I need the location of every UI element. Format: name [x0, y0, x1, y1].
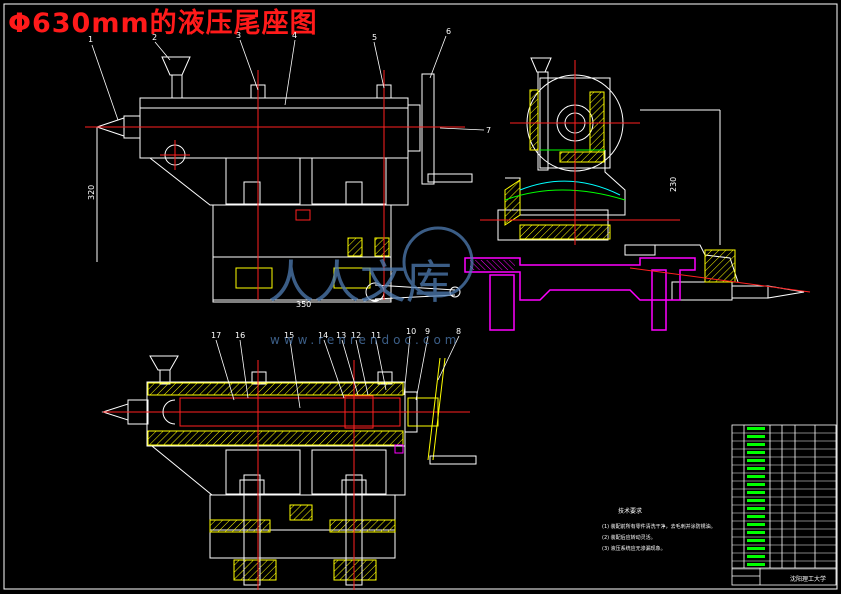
parts-list-row-mark [747, 435, 765, 438]
drawing-border [3, 3, 838, 590]
watermark-text: 人人文库 [268, 255, 452, 309]
parts-list-row-mark [747, 523, 765, 526]
part-label-13: 13 [336, 331, 346, 340]
drawing-title: Φ630mm的液压尾座图 [8, 8, 318, 39]
parts-list-row-mark [747, 475, 765, 478]
parts-list-row-mark [747, 539, 765, 542]
parts-list-row-mark [747, 467, 765, 470]
parts-list-row-mark [747, 547, 765, 550]
cylinder-internals [103, 360, 470, 590]
part-label-14: 14 [318, 331, 328, 340]
part-label-7: 7 [486, 126, 491, 135]
part-label-11: 11 [371, 331, 381, 340]
front-view-cyan [519, 180, 621, 196]
side-view-centerlines [85, 70, 465, 300]
part-label-6: 6 [446, 27, 451, 36]
front-view-green [504, 149, 626, 201]
front-view-hatching [504, 89, 736, 283]
part-label-16: 16 [235, 331, 245, 340]
section-hatching [147, 382, 404, 581]
clamp-hatch [470, 260, 515, 270]
clamp-frame [464, 257, 696, 331]
part-label-12: 12 [351, 331, 361, 340]
part-label-2: 2 [152, 33, 157, 42]
dimension-front-height: 230 [669, 177, 678, 192]
parts-list-row-mark [747, 427, 765, 430]
watermark: 人人文库 www.renrendoc.com [268, 226, 474, 347]
notes-line-1: (1) 装配前所有零件清洗干净，去毛刺并涂防锈油。 [602, 523, 716, 530]
front-view [497, 57, 805, 301]
dimension-width: 350 [296, 300, 311, 309]
part-label-10: 10 [406, 327, 416, 336]
dimension-side-height: 320 [87, 185, 96, 200]
leader-lines-top [91, 35, 485, 131]
parts-list-text-marks [747, 427, 765, 566]
parts-list-row-mark [747, 443, 765, 446]
parts-list-row-mark [747, 459, 765, 462]
section-detail [394, 444, 404, 454]
parts-list-row-mark [747, 491, 765, 494]
parts-list-rows [732, 432, 836, 570]
section-handle [429, 455, 477, 465]
part-label-3: 3 [236, 31, 241, 40]
piston-head [162, 399, 176, 425]
leader-lines-bottom [215, 335, 460, 409]
parts-list-row-mark [747, 563, 765, 566]
part-label-5: 5 [372, 33, 377, 42]
parts-list-row-mark [747, 555, 765, 558]
parts-list [731, 424, 837, 586]
part-label-9: 9 [425, 327, 430, 336]
parts-list-row-mark [747, 499, 765, 502]
parts-list-row-mark [747, 531, 765, 534]
part-label-17: 17 [211, 331, 221, 340]
notes-line-3: (3) 液压系统应无渗漏现象。 [602, 545, 666, 552]
parts-list-row-mark [747, 451, 765, 454]
front-view-centerlines [480, 60, 811, 293]
section-handwheel [407, 357, 446, 461]
part-label-1: 1 [88, 35, 93, 44]
parts-list-row-mark [747, 515, 765, 518]
side-view-accents [235, 209, 390, 289]
parts-list-row-mark [747, 507, 765, 510]
part-label-4: 4 [292, 31, 297, 40]
labels: 1 2 3 4 5 6 7 17 16 15 14 13 12 11 10 9 … [87, 27, 826, 583]
watermark-url: www.renrendoc.com [270, 333, 460, 347]
notes-heading: 技术要求 [618, 507, 642, 515]
part-label-15: 15 [284, 331, 294, 340]
notes-line-2: (2) 装配后应转动灵活。 [602, 534, 656, 541]
part-label-8: 8 [456, 327, 461, 336]
title-block-company: 沈阳理工大学 [790, 575, 826, 583]
parts-list-row-mark [747, 483, 765, 486]
